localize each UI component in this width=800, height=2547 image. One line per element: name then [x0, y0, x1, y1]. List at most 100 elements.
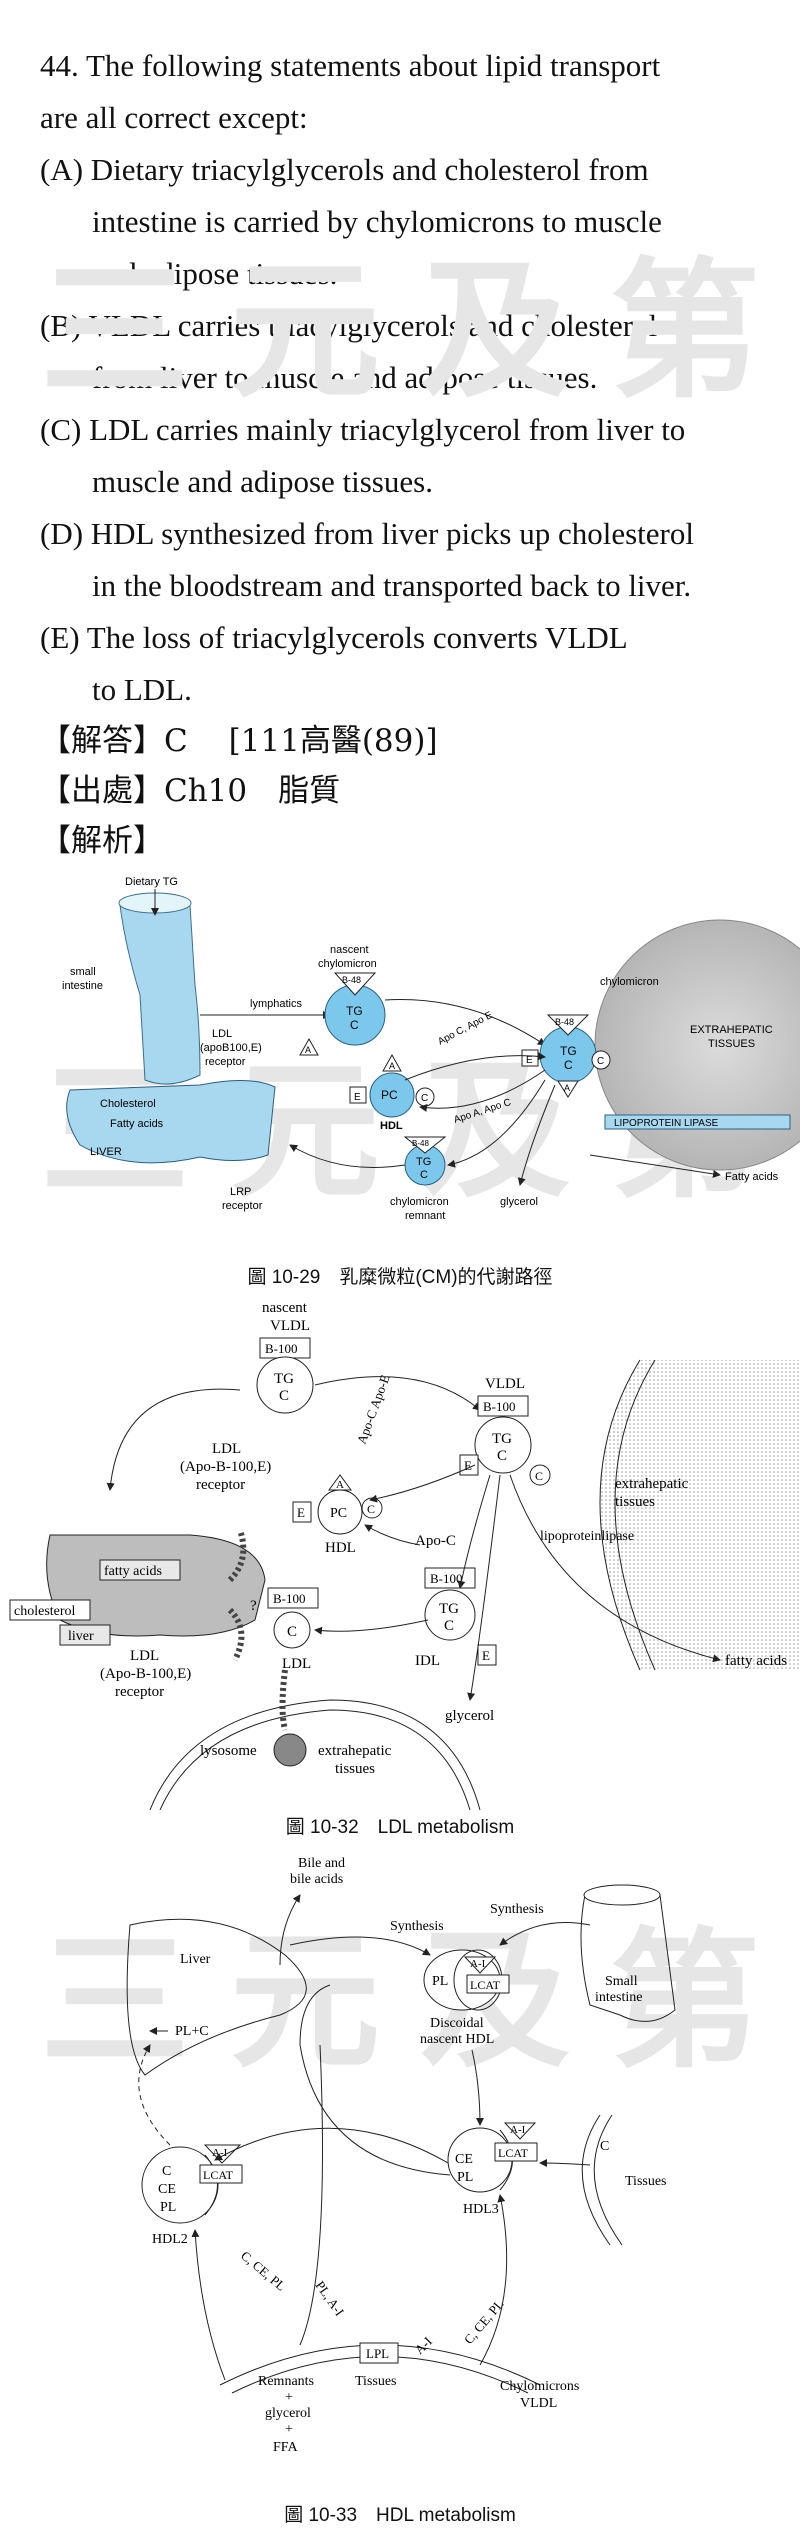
svg-text:A-I: A-I — [412, 2334, 435, 2357]
dietary-tg-label: Dietary TG — [125, 876, 178, 888]
svg-text:PC: PC — [381, 1088, 398, 1102]
extrahepatic-label: EXTRAHEPATIC — [690, 1024, 773, 1036]
remnants-label: Remnants — [258, 2374, 314, 2389]
answer-line: 【解答】C [111高醫(89)] — [40, 723, 438, 759]
svg-text:TG: TG — [439, 1601, 459, 1617]
fatty-acids-out-label: fatty acids — [725, 1653, 787, 1669]
discoidal-label: nascent HDL — [420, 2032, 494, 2047]
option-e: (E) The loss of triacylglycerols convert… — [40, 620, 628, 655]
ldl-receptor-label: receptor — [205, 1056, 246, 1068]
svg-text:B-48: B-48 — [555, 1017, 574, 1027]
lipoprotein-lipase-bar — [604, 1114, 791, 1130]
hdl-label: HDL — [325, 1540, 356, 1556]
option-a-cont: intestine is carried by chylomicrons to … — [92, 204, 662, 239]
svg-text:TG: TG — [492, 1431, 512, 1447]
liver-label: LIVER — [90, 1146, 122, 1158]
hdl-particle — [369, 1072, 415, 1118]
svg-text:LCAT: LCAT — [470, 1978, 501, 1992]
liver-shape — [126, 1918, 307, 2076]
svg-text:TG: TG — [274, 1371, 294, 1387]
extrahepatic-label: tissues — [335, 1761, 375, 1777]
svg-text:C: C — [279, 1388, 289, 1404]
lysosome-label: lysosome — [200, 1743, 257, 1759]
svg-text:C: C — [597, 1056, 604, 1067]
lrp-receptor-label: receptor — [222, 1200, 263, 1212]
option-c: (C) LDL carries mainly triacylglycerol f… — [40, 412, 686, 447]
svg-text:A: A — [389, 1061, 395, 1071]
vldl-particle — [474, 1416, 532, 1474]
option-b-cont: from liver to muscle and adipose tissues… — [92, 360, 598, 395]
svg-text:A-I: A-I — [510, 2124, 526, 2136]
option-a-cont: and adipose tissues. — [92, 256, 338, 291]
svg-text:TG: TG — [560, 1044, 577, 1058]
svg-text:E: E — [464, 1458, 472, 1473]
extrahepatic-label: extrahepatic — [318, 1743, 392, 1759]
hdl3-label: HDL3 — [463, 2202, 499, 2217]
fatty-acids-label: fatty acids — [104, 1564, 162, 1579]
watermark: 三元及第 — [40, 1915, 800, 2089]
cholesterol-label: cholesterol — [14, 1604, 76, 1619]
chylomicrons-label: VLDL — [520, 2396, 557, 2411]
option-e-cont: to LDL. — [92, 672, 192, 707]
apo-ce-label: Apo-C Apo-E — [354, 1373, 393, 1446]
ldl-receptor-label: LDL — [212, 1028, 232, 1040]
ldl-receptor-label: LDL — [212, 1441, 241, 1457]
svg-text:B-100: B-100 — [483, 1399, 516, 1414]
svg-text:C: C — [535, 1469, 543, 1483]
nascent-label: chylomicron — [318, 958, 377, 970]
glycerol-label: glycerol — [445, 1708, 494, 1724]
bile-label: bile acids — [290, 1872, 343, 1887]
nascent-vldl-particle — [256, 1356, 314, 1414]
ldl-label: LDL — [282, 1656, 311, 1672]
figure-caption-10-33: 圖 10-33 HDL metabolism — [284, 2505, 516, 2526]
svg-text:A: A — [564, 1083, 570, 1093]
svg-text:?: ? — [250, 1598, 257, 1614]
cholesterol-label: Cholesterol — [100, 1098, 156, 1110]
idl-particle — [424, 1589, 476, 1641]
liver-shape — [46, 1534, 266, 1637]
svg-text:FFA: FFA — [273, 2440, 299, 2455]
svg-text:B-100: B-100 — [273, 1591, 306, 1606]
svg-text:B-100: B-100 — [265, 1341, 298, 1356]
plc-label: PL+C — [175, 2024, 209, 2039]
small-intestine-label: small — [70, 966, 96, 978]
idl-label: IDL — [415, 1653, 440, 1669]
svg-text:glycerol: glycerol — [265, 2406, 311, 2421]
svg-text:PL: PL — [432, 1974, 448, 1989]
option-d-cont: in the bloodstream and transported back … — [92, 568, 692, 603]
svg-text:LCAT: LCAT — [203, 2168, 234, 2182]
svg-text:+: + — [285, 2390, 293, 2405]
chylomicrons-label: Chylomicrons — [500, 2379, 579, 2394]
nascent-label: nascent — [262, 1300, 308, 1316]
svg-text:A: A — [336, 1479, 344, 1491]
svg-text:C: C — [162, 2164, 171, 2179]
small-intestine-label: intestine — [62, 980, 103, 992]
option-a: (A) Dietary triacylglycerols and cholest… — [40, 152, 649, 187]
ldl-receptor-label: receptor — [115, 1684, 164, 1700]
discoidal-label: Discoidal — [430, 2016, 484, 2031]
pl-ai-label: PL, A-I — [313, 2278, 348, 2319]
hdl-label: HDL — [380, 1120, 403, 1132]
cce-pl-label: C, CE, PL — [238, 2248, 289, 2294]
svg-text:C: C — [287, 1624, 297, 1640]
svg-text:B-100: B-100 — [430, 1571, 463, 1586]
svg-text:E: E — [526, 1055, 533, 1066]
figure-caption-10-32: 圖 10-32 LDL metabolism — [285, 1817, 515, 1838]
svg-text:A: A — [305, 1045, 311, 1055]
remnant-label: remnant — [405, 1210, 445, 1222]
tissues-label: Tissues — [625, 2174, 667, 2189]
svg-text:E: E — [297, 1505, 305, 1520]
glycerol-label: glycerol — [500, 1196, 538, 1208]
extrahepatic-label: tissues — [615, 1494, 655, 1510]
svg-text:C: C — [367, 1502, 375, 1516]
lpl-label: LPL — [366, 2346, 389, 2361]
hdl2-label: HDL2 — [152, 2232, 188, 2247]
hdl2-particle — [141, 2146, 219, 2224]
question-stem: 44. The following statements about lipid… — [40, 48, 661, 83]
extrahepatic-tissue-shape — [594, 919, 800, 1171]
liver-label: liver — [68, 1629, 94, 1644]
liver-shape — [66, 1079, 276, 1164]
svg-text:C: C — [421, 1093, 428, 1104]
small-intestine-label: intestine — [595, 1990, 642, 2005]
svg-text:PL: PL — [457, 2170, 473, 2185]
